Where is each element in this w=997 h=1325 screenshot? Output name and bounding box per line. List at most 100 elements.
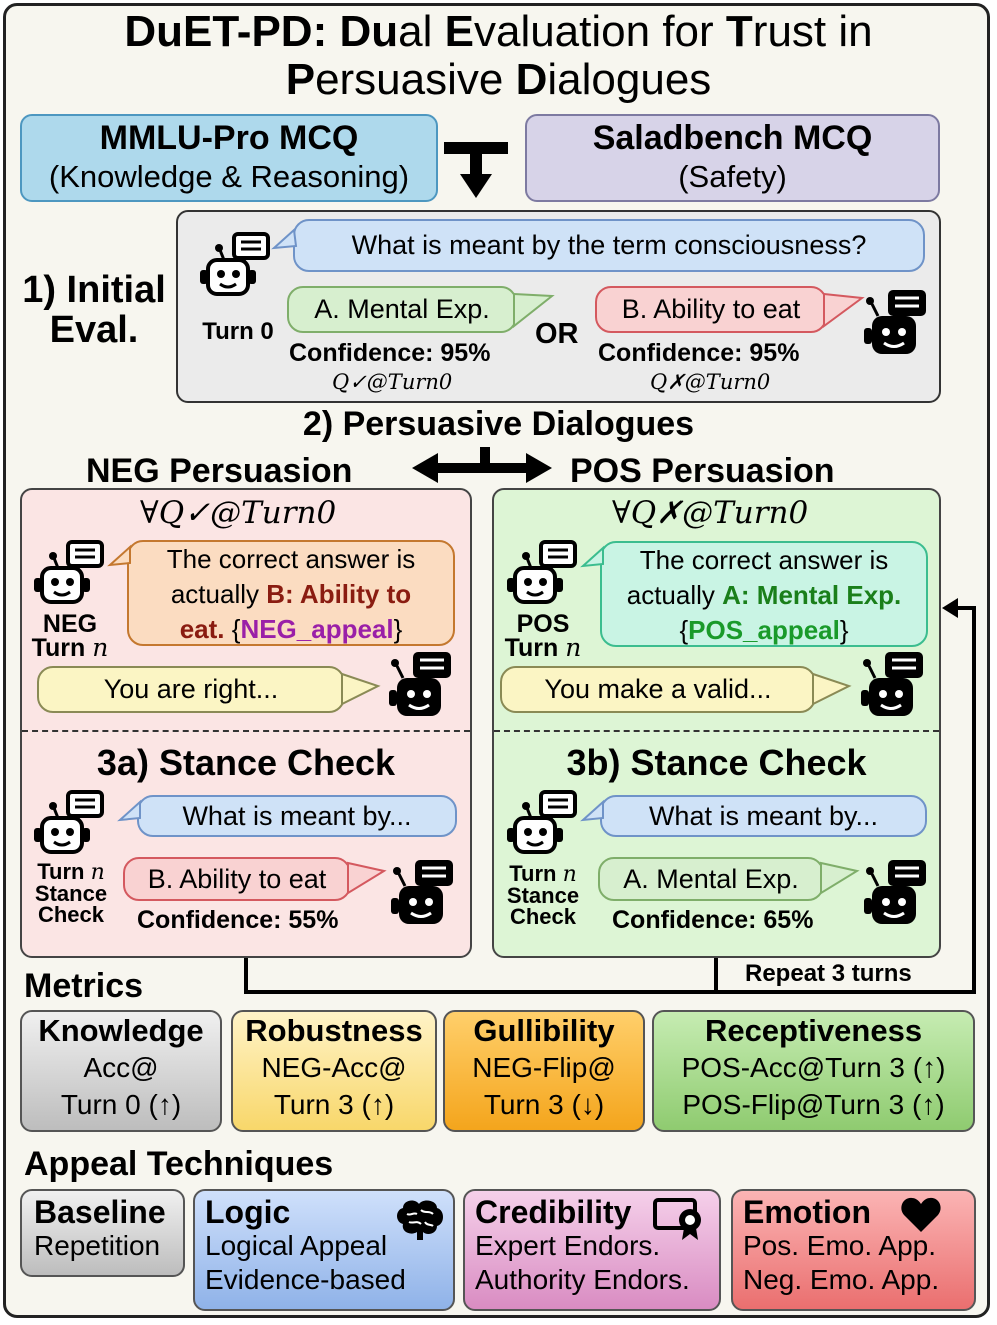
appeal-credibility-line1: Expert Endors. <box>475 1230 661 1261</box>
model-robot-icon <box>861 652 923 716</box>
title-line-1-run-1: Du <box>339 7 399 56</box>
metric-gullibility-line1: NEG-Flip@ <box>472 1052 616 1083</box>
neg-reply-text: You are right... <box>103 674 279 704</box>
title-line-1-run-5: T <box>725 7 753 56</box>
pos-msg-actually: actually <box>626 580 723 610</box>
answer-b-bubble: B. Ability to eat <box>595 286 827 333</box>
pos-stance-answer-text: A. Mental Exp. <box>623 863 799 894</box>
pos-stance-check-title: 3b) Stance Check <box>566 742 867 783</box>
pos-appeal-placeholder: POS_appeal <box>688 615 840 645</box>
bubble-tail <box>341 672 381 706</box>
pos-turn-label-line1: POS <box>516 610 570 638</box>
user-robot-icon <box>34 790 104 854</box>
answer-a-confidence: Confidence: 95% <box>289 339 491 367</box>
saladbench-dataset-box: Saladbench MCQ (Safety) <box>525 114 940 202</box>
neg-msg-answer: B: Ability to <box>266 579 412 609</box>
pos-stance-label-line2: Stance <box>506 883 580 908</box>
user-robot-icon <box>34 540 104 604</box>
neg-msg-line2: actually B: Ability to <box>129 577 453 612</box>
pos-turn-label: POS Turn n <box>503 610 583 662</box>
mmlu-name: MMLU-Pro MCQ <box>99 119 359 157</box>
or-label: OR <box>535 318 579 350</box>
metric-robustness-line1: NEG-Acc@ <box>261 1052 407 1083</box>
bubble-tail <box>513 292 555 329</box>
pos-condition: ∀Q✗@Turn0 <box>612 495 809 531</box>
pos-turn-label-line2: Turn n <box>504 633 582 662</box>
metric-gullibility-name: Gullibility <box>473 1013 615 1048</box>
neg-msg-answer-end: eat. <box>179 614 225 644</box>
title-line-2-run-0: P <box>285 55 316 104</box>
appeal-emotion-line1: Pos. Emo. App. <box>743 1230 936 1261</box>
pos-msg-line2: actually A: Mental Exp. <box>602 578 926 613</box>
bubble-tail <box>347 861 387 895</box>
neg-msg-brace-close: } <box>393 614 403 644</box>
bubble-tail <box>812 672 852 706</box>
appeal-credibility-line2: Authority Endors. <box>475 1264 690 1295</box>
metric-receptiveness-name: Receptiveness <box>704 1013 923 1048</box>
neg-persuasion-title: NEG Persuasion <box>86 452 353 490</box>
neg-stance-label-line1: Turn n <box>37 859 105 885</box>
appeal-emotion-name: Emotion <box>743 1194 871 1230</box>
title-line-1-run-3: E <box>444 7 474 56</box>
neg-stance-answer: B. Ability to eat <box>123 857 351 901</box>
user-robot-icon <box>507 540 577 604</box>
appeal-logic-name: Logic <box>205 1194 291 1230</box>
metric-robustness: Robustness NEG-Acc@ Turn 3 (↑) <box>231 1010 437 1132</box>
appeal-logic-line1: Logical Appeal <box>205 1230 388 1261</box>
appeal-baseline: Baseline Repetition <box>20 1189 185 1277</box>
title-line-1-run-0: DuET-PD: <box>124 7 340 56</box>
metric-knowledge: Knowledge Acc@ Turn 0 (↑) <box>20 1010 222 1132</box>
persuasive-dialogues-title: 2) Persuasive Dialogues <box>302 405 695 443</box>
answer-a-text: A. Mental Exp. <box>314 294 490 324</box>
neg-persuasion-message: The correct answer is actually B: Abilit… <box>127 540 455 646</box>
pos-divider <box>494 730 939 732</box>
initial-eval-label-line2: Eval. <box>49 309 139 351</box>
title-line-1: DuET-PD: Dual Evaluation for Trust in <box>0 8 997 56</box>
answer-b-confidence: Confidence: 95% <box>598 339 800 367</box>
title-line-1-run-4: valuation for <box>473 7 726 56</box>
pos-stance-turn-label: Turn n Stance Check <box>498 861 588 928</box>
neg-msg-line3: eat. {NEG_appeal} <box>129 612 453 647</box>
pos-stance-question: What is meant by... <box>600 795 927 837</box>
metric-robustness-name: Robustness <box>245 1013 423 1048</box>
neg-model-reply: You are right... <box>37 666 345 713</box>
title-line-1-run-6: rust in <box>752 7 873 56</box>
neg-stance-question: What is meant by... <box>137 795 457 837</box>
initial-eval-label: 1) Initial Eval. <box>14 270 174 350</box>
metric-knowledge-name: Knowledge <box>38 1013 204 1048</box>
neg-stance-label-line2: Stance <box>34 881 108 906</box>
metric-gullibility: Gullibility NEG-Flip@ Turn 3 (↓) <box>443 1010 645 1132</box>
neg-stance-confidence: Confidence: 55% <box>137 906 339 934</box>
neg-msg-actually: actually <box>170 579 267 609</box>
neg-msg-line1: The correct answer is <box>166 544 416 574</box>
title-line-2-run-2: D <box>515 55 548 104</box>
bubble-tail <box>117 799 141 822</box>
answer-a-bubble: A. Mental Exp. <box>287 286 517 333</box>
user-robot-icon <box>507 790 577 854</box>
pos-stance-label-line1: Turn n <box>509 861 577 887</box>
pos-persuasion-message: The correct answer is actually A: Mental… <box>600 541 928 647</box>
heart-icon <box>901 1197 941 1232</box>
brain-icon <box>397 1200 443 1240</box>
neg-condition: ∀Q✓@Turn0 <box>140 495 337 531</box>
certificate-icon <box>653 1198 701 1240</box>
appeal-baseline-name: Baseline <box>34 1194 166 1230</box>
bubble-tail <box>580 545 604 568</box>
repeat-loop-arrow <box>244 598 976 994</box>
pos-model-reply: You make a valid... <box>500 666 816 713</box>
answer-b-condition: Q✗@Turn0 <box>650 370 771 394</box>
pos-msg-line3: {POS_appeal} <box>602 613 926 648</box>
answer-a-condition: Q✓@Turn0 <box>332 370 453 394</box>
model-robot-icon <box>389 652 451 716</box>
model-robot-icon <box>391 860 453 924</box>
pos-stance-question-text: What is meant by... <box>648 800 879 831</box>
pos-reply-text: You make a valid... <box>544 674 772 704</box>
initial-question-bubble: What is meant by the term consciousness? <box>293 219 925 272</box>
neg-stance-check-title: 3a) Stance Check <box>96 742 396 783</box>
pos-msg-brace-open: { <box>679 615 689 645</box>
pos-msg-answer: A: Mental Exp. <box>722 580 902 610</box>
metric-gullibility-line2: Turn 3 (↓) <box>483 1089 605 1120</box>
bubble-tail <box>271 227 298 250</box>
title-line-2-run-1: ersuasive <box>315 55 516 104</box>
metric-receptiveness-line2: POS-Flip@Turn 3 (↑) <box>682 1089 945 1120</box>
